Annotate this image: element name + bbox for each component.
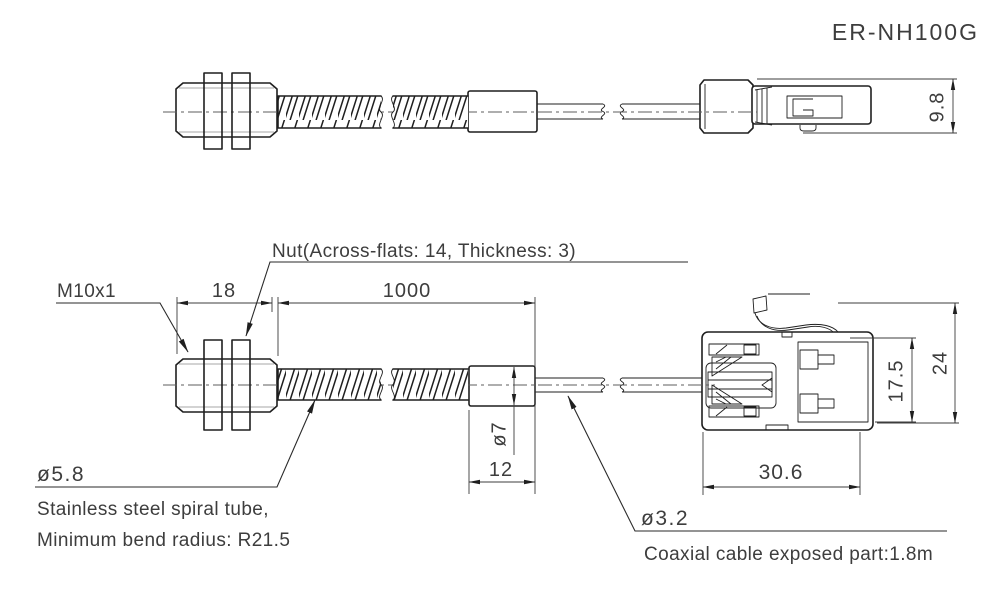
cable-break — [600, 377, 606, 393]
cable-sleeve-bottom — [468, 365, 536, 407]
clamp-block — [743, 406, 757, 417]
cable-segment — [622, 377, 704, 393]
leader-nut — [245, 261, 688, 337]
cable-break — [600, 103, 606, 120]
label-nut-note: Nut(Across-flats: 14, Thickness: 3) — [272, 241, 576, 262]
leader-tube — [35, 399, 316, 488]
dim-connector-width: 30.6 — [759, 461, 804, 484]
dim-connector-overall-height: 24 — [929, 351, 951, 375]
housing-notch — [765, 424, 789, 431]
label-tube-note-2: Minimum bend radius: R21.5 — [37, 530, 290, 551]
housing-window — [786, 95, 843, 119]
orientation-triangle — [761, 377, 773, 393]
connector-housing-side — [751, 85, 872, 125]
tube-break — [391, 368, 395, 401]
nut-bottom-2 — [231, 339, 251, 431]
dim-sleeve-length: 12 — [489, 459, 513, 481]
hatch — [715, 406, 728, 417]
sensor-barrel-top — [175, 82, 278, 138]
terminal-pin — [799, 349, 819, 370]
nut-bottom-1 — [203, 339, 223, 431]
latch-arm — [756, 315, 835, 334]
extension-lines — [757, 78, 957, 134]
connector-boot-side — [699, 79, 754, 134]
dim-sleeve-diameter: ø7 — [488, 421, 510, 446]
label-tube-note-1: Stainless steel spiral tube, — [37, 499, 269, 520]
housing-notch — [781, 331, 793, 338]
top-view: 9.8 — [163, 72, 957, 150]
clamp-bar-top — [708, 343, 760, 356]
dim-head-length: 18 — [212, 280, 236, 302]
nut-top-2 — [231, 72, 251, 150]
terminal-glyph — [792, 98, 814, 117]
tube-break — [391, 95, 395, 129]
drawing-title: ER-NH100G — [832, 19, 979, 45]
spiral-tube — [278, 96, 381, 128]
latch-clip-detail — [754, 86, 773, 126]
extension-lines — [850, 337, 916, 423]
cable-clamp-frame — [705, 362, 777, 409]
clamp-bar-bottom — [708, 405, 760, 418]
leader-thread — [56, 302, 189, 353]
spiral-tube — [393, 96, 468, 128]
nut-top-1 — [203, 72, 223, 150]
spiral-tube — [393, 369, 468, 400]
label-cable-diameter: ø3.2 — [641, 507, 689, 530]
extension-lines — [838, 302, 959, 424]
terminal-pin — [799, 393, 819, 414]
cable-segment — [535, 377, 603, 393]
terminal-pin-stem — [817, 354, 835, 365]
dim-connector-side-height: 9.8 — [926, 92, 948, 123]
cable-segment — [622, 103, 702, 120]
label-thread-size: M10x1 — [57, 281, 116, 302]
hatch-wedge — [711, 356, 743, 377]
tube-break — [379, 368, 383, 401]
housing-inner-frame — [797, 341, 869, 423]
dim-tube-length: 1000 — [383, 280, 432, 302]
label-cable-note: Coaxial cable exposed part:1.8m — [644, 544, 933, 565]
hatch-wedge — [711, 384, 743, 405]
tube-break — [379, 95, 383, 129]
cable-sleeve-top — [467, 90, 538, 133]
extension-lines — [702, 432, 861, 495]
sensor-barrel-bottom — [175, 358, 278, 413]
dim-connector-body-height: 17.5 — [885, 360, 907, 403]
terminal-pin-stem — [817, 398, 835, 409]
connector-housing-plan — [701, 331, 874, 431]
latch-hook — [752, 295, 768, 314]
spiral-tube — [278, 369, 381, 400]
cable-segment — [537, 103, 603, 120]
housing-tab — [799, 125, 817, 132]
thread-lines — [179, 363, 274, 408]
bottom-view: 18 1000 ø7 12 30.6 17.5 24 M10x1 Nut(Acr… — [35, 241, 959, 565]
label-tube-diameter: ø5.8 — [37, 463, 85, 486]
thread-lines — [179, 87, 274, 133]
leader-cable — [567, 395, 947, 532]
cable-break — [619, 103, 625, 120]
hatch — [715, 344, 728, 355]
clamp-block — [743, 344, 757, 355]
